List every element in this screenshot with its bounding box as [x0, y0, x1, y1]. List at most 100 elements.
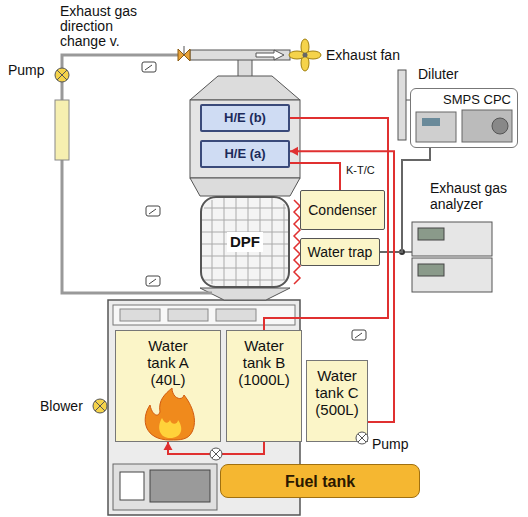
node-text: Water tank A (40L)	[138, 337, 198, 388]
boiler-housing	[120, 472, 144, 500]
burner-flame	[159, 418, 181, 438]
dpf-honeycomb	[224, 198, 225, 286]
exhaust-column	[200, 196, 290, 288]
smps-cpc-device	[416, 110, 512, 142]
node-text: H/E (b)	[224, 110, 266, 126]
gauge-icon	[149, 209, 156, 214]
dpf-honeycomb	[204, 280, 286, 281]
node-text: Water tank C (500L)	[311, 367, 363, 418]
dpf-honeycomb	[202, 268, 288, 269]
exhaust-pipe	[190, 50, 290, 60]
dpf-honeycomb	[284, 204, 285, 280]
boiler-housing	[216, 309, 256, 321]
gauge-icon	[149, 279, 156, 284]
thermocouple-label: K-T/C	[346, 164, 375, 177]
pump-label: Pump	[8, 62, 45, 78]
boiler-housing	[113, 464, 217, 510]
smps-cpc-device	[462, 110, 512, 142]
exhaust-pipe	[256, 50, 284, 60]
node-text: Fuel tank	[285, 472, 355, 491]
node-text: Water trap	[308, 244, 373, 261]
arrow-head	[290, 147, 298, 156]
exhaust-column	[190, 100, 300, 178]
boiler-housing	[113, 305, 295, 325]
tank-a-fill	[115, 330, 221, 442]
node-text: DPF	[227, 232, 263, 252]
pump-symbol	[57, 70, 67, 80]
direction-valve	[184, 46, 185, 55]
pump-symbol	[210, 432, 368, 460]
burner-flame	[145, 388, 194, 440]
water-pipe	[168, 442, 264, 454]
pump-symbol	[212, 450, 220, 458]
valve-label: Exhaust gas direction change v.	[60, 4, 156, 49]
node-text: Water tank B (1000L)	[234, 337, 294, 388]
pump-label: Pump	[372, 436, 409, 452]
condenser-box: Condenser	[300, 190, 385, 230]
blower-symbol	[95, 401, 105, 411]
fan-label: Exhaust fan	[326, 47, 400, 63]
exhaust-pipe	[62, 55, 212, 293]
dpf-honeycomb	[202, 220, 288, 221]
blower-symbol	[95, 401, 105, 411]
blower-label: Blower	[40, 398, 83, 414]
gas-analyzer-device	[412, 222, 492, 256]
water-pipe	[290, 163, 340, 190]
water-tank: Water tank A (40L)	[115, 330, 221, 442]
pump-symbol	[57, 70, 67, 80]
exhaust-column	[238, 58, 252, 78]
fuel-tank: Fuel tank	[220, 464, 420, 498]
exhaust-column	[190, 58, 300, 300]
smps-cpc-device	[416, 112, 456, 142]
node-text: Condenser	[308, 202, 377, 219]
burner-flame	[145, 388, 194, 440]
gauge-icon	[145, 65, 152, 70]
boiler-housing	[168, 309, 208, 321]
tank-a-fill	[115, 330, 221, 442]
smps-cpc-device	[492, 118, 508, 134]
boiler-housing	[120, 309, 160, 321]
diluter-device	[398, 70, 410, 140]
dpf-honeycomb	[272, 198, 273, 286]
arrow-head	[164, 442, 173, 450]
gauge-icon	[355, 333, 362, 338]
exhaust-pipe	[55, 50, 290, 293]
direction-valve	[178, 46, 190, 61]
dpf-honeycomb	[202, 198, 288, 286]
dpf-honeycomb	[202, 256, 288, 257]
pump-symbol	[356, 432, 368, 444]
water-pipe	[164, 442, 265, 454]
dpf-honeycomb	[204, 208, 286, 209]
pump-symbol	[212, 450, 220, 458]
exhaust-fan-symbol	[289, 39, 321, 71]
water-tank: Water tank B (1000L)	[226, 330, 302, 442]
water-tank: Water tank C (500L)	[306, 360, 368, 442]
gauge-icon	[146, 276, 160, 286]
node-text: SMPS CPC	[443, 92, 511, 108]
dpf-honeycomb	[212, 200, 213, 284]
water-trap-box: Water trap	[300, 238, 380, 266]
gauge-icon	[142, 62, 156, 72]
gas-analyzer-device	[418, 264, 444, 276]
diluter-label: Diluter	[418, 66, 458, 82]
gauge-icon	[146, 206, 160, 216]
exhaust-column	[190, 76, 300, 100]
exhaust-fan-symbol	[303, 53, 308, 58]
heat-exchanger-box: H/E (a)	[200, 140, 290, 168]
instrument-box: SMPS CPC	[410, 88, 518, 148]
dpf-filter: DPF	[200, 196, 290, 288]
heat-exchanger-box: H/E (b)	[200, 104, 290, 132]
boiler-housing	[150, 470, 210, 502]
gas-analyzer-device	[418, 228, 444, 240]
water-pipe	[290, 163, 340, 190]
blower-symbol	[93, 399, 107, 413]
direction-valve	[178, 49, 184, 61]
analyzer-label: Exhaust gas analyzer	[430, 180, 518, 212]
gas-analyzer-device	[399, 222, 492, 292]
pump-symbol	[358, 434, 366, 442]
node-text: H/E (a)	[224, 146, 265, 162]
gauge-icon	[352, 330, 366, 340]
blower-symbol	[93, 399, 107, 413]
pump-symbol	[358, 434, 366, 442]
